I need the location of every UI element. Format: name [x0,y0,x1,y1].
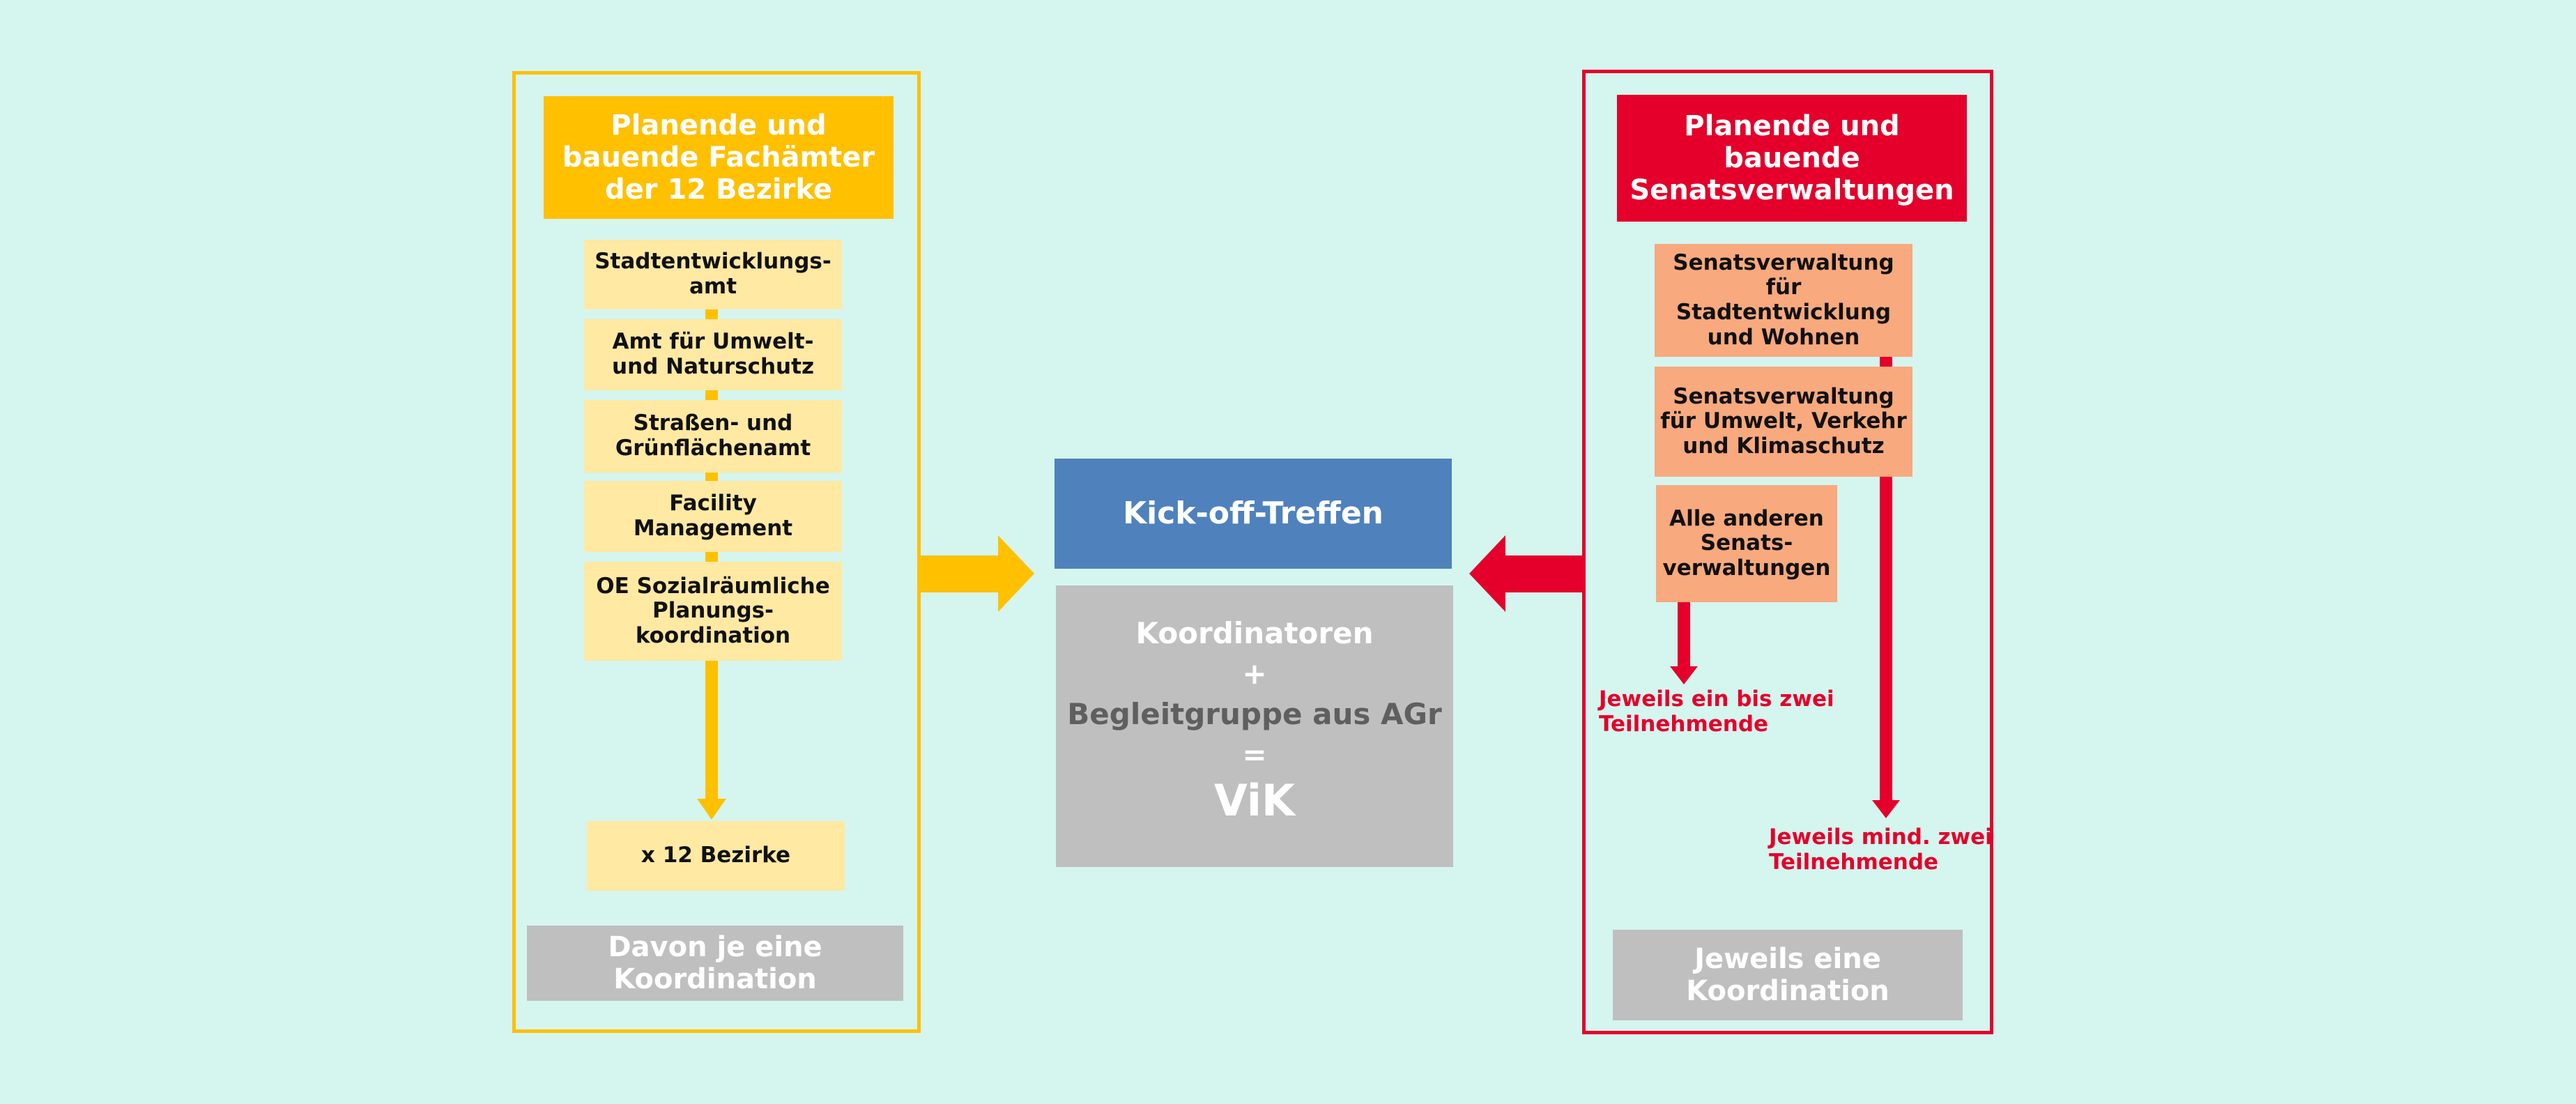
kickoff-box: Kick-off-Treffen [1055,459,1452,569]
multiplier-box: x 12 Bezirke [587,821,845,891]
right-group-frame [1582,70,1993,1034]
left-to-center-arrow [919,535,1034,612]
left-coordination-box: Davon je eine Koordination [527,926,903,1001]
left-down-arrowhead [697,799,726,820]
formula-result-vik: ViK [1213,775,1296,826]
left-header: Planende und bauende Fachämter der 12 Be… [544,96,894,219]
formula-box: Koordinatoren + Begleitgruppe aus AGr = … [1056,585,1453,867]
dept-stadtentwicklung-wohnen: Senatsverwaltung für Stadtentwicklung un… [1655,244,1912,357]
left-group-frame [512,71,921,1033]
formula-plus: + [1242,657,1267,691]
formula-equals: = [1242,737,1267,772]
dept-umwelt-verkehr-klima: Senatsverwaltung für Umwelt, Verkehr und… [1655,367,1912,477]
office-umwelt-naturschutz: Amt für Umwelt- und Naturschutz [584,319,842,390]
formula-begleitgruppe: Begleitgruppe aus AGr [1067,697,1442,731]
right-short-connector [1678,602,1690,668]
right-long-arrowhead [1872,800,1900,818]
office-strassen-gruenflaechen: Straßen- und Grünflächenamt [584,400,842,473]
right-short-arrowhead [1670,666,1698,684]
note-mind-zwei: Jeweils mind. zwei Teilnehmende [1769,825,1993,875]
office-sozialraeumliche-planung: OE Sozialräumliche Planungs- koordinatio… [584,562,842,661]
note-ein-bis-zwei: Jeweils ein bis zwei Teilnehmende [1599,687,1834,737]
right-to-center-arrow [1469,535,1586,612]
office-stadtentwicklungsamt: Stadtentwicklungs- amt [584,240,842,309]
right-header: Planende und bauende Senatsverwaltungen [1617,95,1967,222]
dept-alle-anderen: Alle anderen Senats- verwaltungen [1656,485,1837,602]
formula-koordinatoren: Koordinatoren [1135,616,1374,650]
office-facility-management: Facility Management [584,481,842,552]
right-coordination-box: Jeweils eine Koordination [1613,930,1963,1020]
